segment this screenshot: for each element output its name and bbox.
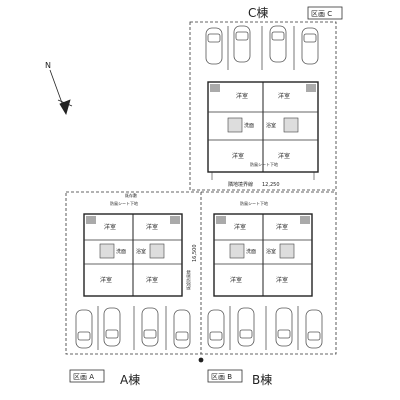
c-seat-note: 防風シート下地 [250,161,278,167]
c-room-4: 洋室 [278,152,290,160]
b-room-3: 洋室 [230,276,242,284]
c-width-dim: 12,250 [262,182,280,188]
c-parking-row [205,25,319,70]
ab-center-notes: 16,500 既設防風線 [185,245,198,291]
a-room-5: 洗面 [116,248,126,255]
b-room-2: 洋室 [276,223,288,231]
c-boundary-note: 隣地境界線 [228,181,253,188]
b-zone: 区画 B [211,373,232,381]
a-room-1: 洋室 [104,223,116,231]
a-existing-note: 既存敷 [125,192,137,198]
a-room-6: 浴室 [136,248,146,255]
ab-parking-row [75,306,323,350]
b-room-4: 洋室 [276,276,288,284]
c-room-1: 洋室 [236,92,248,100]
a-zone: 区画 A [73,373,94,381]
c-building: 洋室 洋室 洋室 洋室 洗面 浴室 [207,81,319,180]
c-room-6: 浴室 [266,122,276,129]
c-title: C棟 [248,5,268,20]
c-site [189,21,337,191]
a-room-4: 洋室 [146,276,158,284]
b-room-5: 洗面 [246,248,256,255]
b-building: 洋室 洋室 洋室 洋室 洗面 浴室 [213,213,313,297]
north-arrow [49,69,73,115]
b-room-1: 洋室 [234,223,246,231]
a-building: 洋室 洋室 洋室 洋室 洗面 浴室 [83,213,183,297]
c-zone: 区画 C [311,10,332,18]
a-room-2: 洋室 [146,223,158,231]
marker-dot [198,357,204,363]
a-seat-note: 防風シート下地 [110,200,138,206]
c-room-2: 洋室 [278,92,290,100]
ab-site [65,191,337,355]
depth-dim: 16,500 [192,245,198,263]
north-label: N [45,61,51,70]
c-room-3: 洋室 [232,152,244,160]
b-room-6: 浴室 [266,248,276,255]
a-room-3: 洋室 [100,276,112,284]
b-seat-note: 防風シート下地 [240,200,268,206]
ab-center-note: 既設防風線 [185,270,191,290]
a-title: A棟 [120,372,140,387]
b-title: B棟 [252,372,272,387]
c-room-5: 洗面 [244,122,254,129]
